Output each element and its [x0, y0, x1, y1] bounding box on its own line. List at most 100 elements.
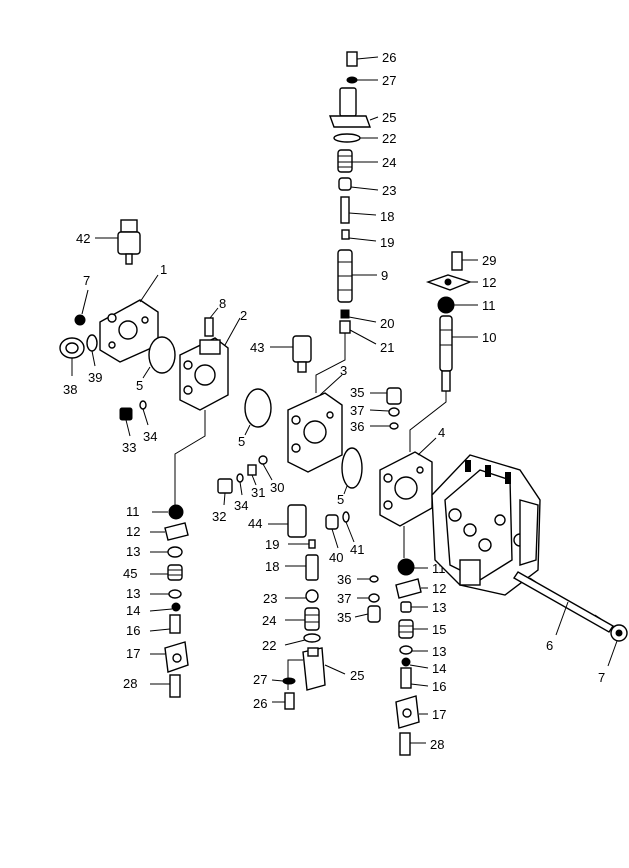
callout-25-top: 25 [382, 110, 396, 125]
callout-3: 3 [340, 363, 347, 378]
part-23-center-lower [305, 589, 319, 603]
callout-32: 32 [212, 509, 226, 524]
callout-5-right: 5 [337, 492, 344, 507]
part-37-top [388, 407, 400, 417]
callout-18-top: 18 [380, 209, 394, 224]
part-16-left [169, 614, 181, 634]
part-3-body [287, 392, 343, 473]
callout-36-top: 36 [350, 419, 364, 434]
callout-12-left: 12 [126, 524, 140, 539]
callout-2: 2 [240, 308, 247, 323]
callout-40: 40 [329, 550, 343, 565]
callout-38: 38 [63, 382, 77, 397]
part-5-oring-center [244, 388, 272, 428]
part-25-top [329, 87, 371, 128]
part-14-right [401, 657, 411, 667]
callout-5-left: 5 [136, 378, 143, 393]
part-28-right [399, 732, 411, 756]
callout-29: 29 [482, 253, 496, 268]
part-34-oring [139, 400, 147, 410]
callout-25-lower: 25 [350, 668, 364, 683]
part-22-top [333, 133, 361, 143]
callout-31: 31 [251, 485, 265, 500]
part-44-sleeve [287, 504, 307, 538]
part-42-valve [117, 219, 141, 265]
callout-7-right: 7 [598, 670, 605, 685]
part-43-valve [292, 335, 312, 373]
part-24-top [337, 149, 353, 173]
part-26-top [346, 51, 358, 67]
part-7-nut [74, 314, 86, 326]
part-20-pin [340, 309, 350, 319]
callout-13-c: 13 [432, 600, 446, 615]
part-26-center-lower [284, 692, 295, 710]
callout-27-lower: 27 [253, 672, 267, 687]
callout-7: 7 [83, 273, 90, 288]
callout-6: 6 [546, 638, 553, 653]
part-11-right [397, 558, 415, 576]
callout-35-bottom: 35 [337, 610, 351, 625]
callout-20: 20 [380, 316, 394, 331]
callout-13-a: 13 [126, 544, 140, 559]
callout-12-top: 12 [482, 275, 496, 290]
part-6-tie-bolt [513, 571, 614, 633]
part-29-bolt [451, 251, 463, 271]
part-13-right-a [400, 601, 412, 613]
part-17-left [164, 641, 189, 673]
callout-11-left: 11 [126, 504, 140, 519]
callout-41: 41 [350, 542, 364, 557]
callout-28-right: 28 [430, 737, 444, 752]
part-4-body [379, 451, 433, 527]
part-22-center-lower [303, 633, 321, 643]
callout-33: 33 [122, 440, 136, 455]
part-12-top-hole [444, 278, 452, 286]
part-31-spring [247, 464, 257, 476]
callout-8: 8 [219, 296, 226, 311]
callout-22-top: 22 [382, 131, 396, 146]
callout-43: 43 [250, 340, 264, 355]
part-17-right [395, 695, 420, 729]
part-21-spring [339, 320, 351, 334]
callout-13-d: 13 [432, 644, 446, 659]
callout-34-center: 34 [234, 498, 248, 513]
part-14-left [171, 602, 181, 612]
part-5-oring-right [341, 447, 363, 489]
callout-17-left: 17 [126, 646, 140, 661]
part-7-nut-right-hole [615, 629, 623, 637]
assembled-valve-block [431, 454, 541, 596]
callout-23-top: 23 [382, 183, 396, 198]
part-25-center-lower [302, 647, 326, 691]
part-45-spring [167, 564, 183, 581]
part-37-bottom [368, 593, 380, 603]
callout-42: 42 [76, 231, 90, 246]
callout-23-lower: 23 [263, 591, 277, 606]
callout-19-lower: 19 [265, 537, 279, 552]
part-13-left-a [167, 546, 183, 558]
callout-34-left: 34 [143, 429, 157, 444]
part-13-left-b [168, 589, 182, 599]
part-8-fitting [204, 317, 214, 337]
callout-4: 4 [438, 425, 445, 440]
callout-10: 10 [482, 330, 496, 345]
part-19-top [341, 229, 350, 240]
callout-16-left: 16 [126, 623, 140, 638]
callout-11-top: 11 [482, 298, 496, 313]
callout-44: 44 [248, 516, 262, 531]
callout-30: 30 [270, 480, 284, 495]
part-32-plug [217, 478, 233, 494]
callout-36-bottom: 36 [337, 572, 351, 587]
callout-14-right: 14 [432, 661, 446, 676]
part-5-oring-left [148, 336, 176, 374]
part-35-top [386, 387, 402, 405]
callout-28-left: 28 [123, 676, 137, 691]
part-19-center-lower [308, 539, 316, 549]
callout-12-right: 12 [432, 581, 446, 596]
part-28-left [169, 674, 181, 698]
callout-27-top: 27 [382, 73, 396, 88]
callout-13-b: 13 [126, 586, 140, 601]
part-11-left [168, 504, 184, 520]
part-12-left [164, 522, 189, 541]
part-35-bottom [367, 605, 381, 623]
part-36-bottom [369, 575, 379, 583]
part-2-body [179, 337, 229, 411]
